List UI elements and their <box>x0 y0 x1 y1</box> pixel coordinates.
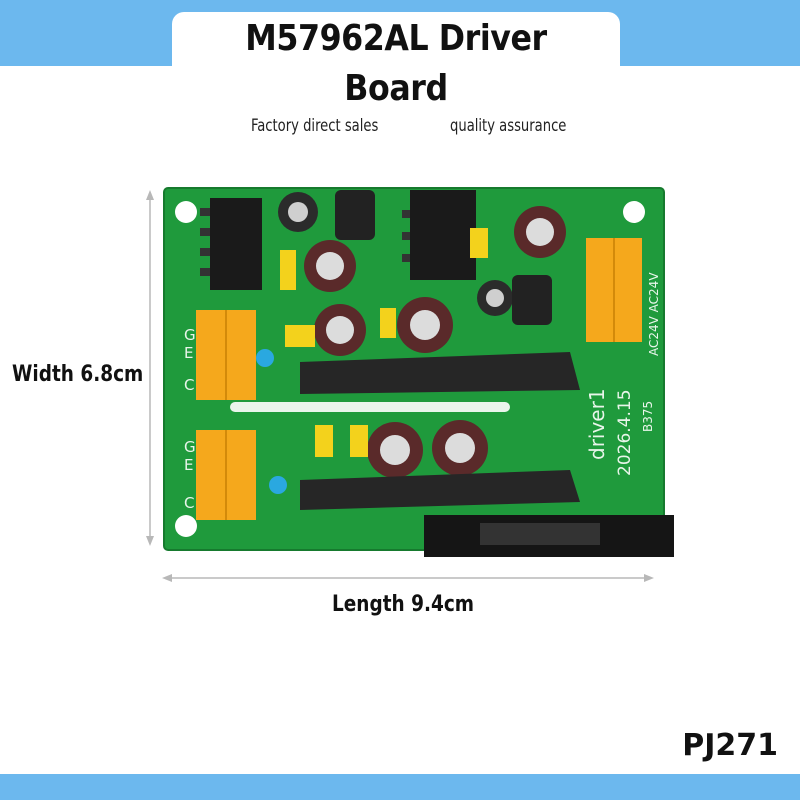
page-title: M57962AL Driver Board <box>245 18 547 109</box>
mount-hole <box>623 201 645 223</box>
board-date: 2026.4.15 <box>615 389 635 476</box>
terminal-letter: E <box>184 456 193 474</box>
capacitor-icon <box>397 297 453 353</box>
heatsink-icon <box>200 198 262 290</box>
capacitor-icon <box>314 304 366 356</box>
tagline-quality: quality assurance <box>450 116 567 136</box>
power-label: AC24V AC24V <box>647 272 661 356</box>
terminal-letter: G <box>184 326 196 344</box>
capacitor-icon <box>367 422 423 478</box>
terminal-letter: C <box>184 376 194 394</box>
driver-module <box>300 352 580 394</box>
board-name: driver1 <box>585 388 609 460</box>
capacitor-icon <box>432 420 488 476</box>
bottom-banner <box>0 774 800 800</box>
capacitor-icon <box>512 275 552 325</box>
heatsink-icon <box>402 190 476 280</box>
mount-hole <box>175 201 197 223</box>
capacitor-icon <box>514 206 566 258</box>
capacitor-icon <box>278 192 318 232</box>
capacitor-icon <box>477 280 513 316</box>
product-code: PJ271 <box>682 728 778 763</box>
tagline-factory: Factory direct sales <box>251 116 379 136</box>
isolation-slot <box>230 402 510 412</box>
capacitor-icon <box>335 190 375 240</box>
length-label: Length 9.4cm <box>332 592 475 617</box>
capacitor-icon <box>304 240 356 292</box>
driver-module <box>300 470 580 510</box>
ceramic-cap-icon <box>256 349 274 367</box>
width-label: Width 6.8cm <box>12 362 144 387</box>
ceramic-cap-icon <box>269 476 287 494</box>
mount-hole <box>175 515 197 537</box>
pcb-photo: driver1 2026.4.15 B375 AC24V AC24V G E C… <box>163 187 674 557</box>
title-background <box>172 12 620 66</box>
terminal-letter: E <box>184 344 193 362</box>
terminal-letter: C <box>184 494 194 512</box>
board-batch: B375 <box>641 401 655 432</box>
terminal-letter: G <box>184 438 196 456</box>
